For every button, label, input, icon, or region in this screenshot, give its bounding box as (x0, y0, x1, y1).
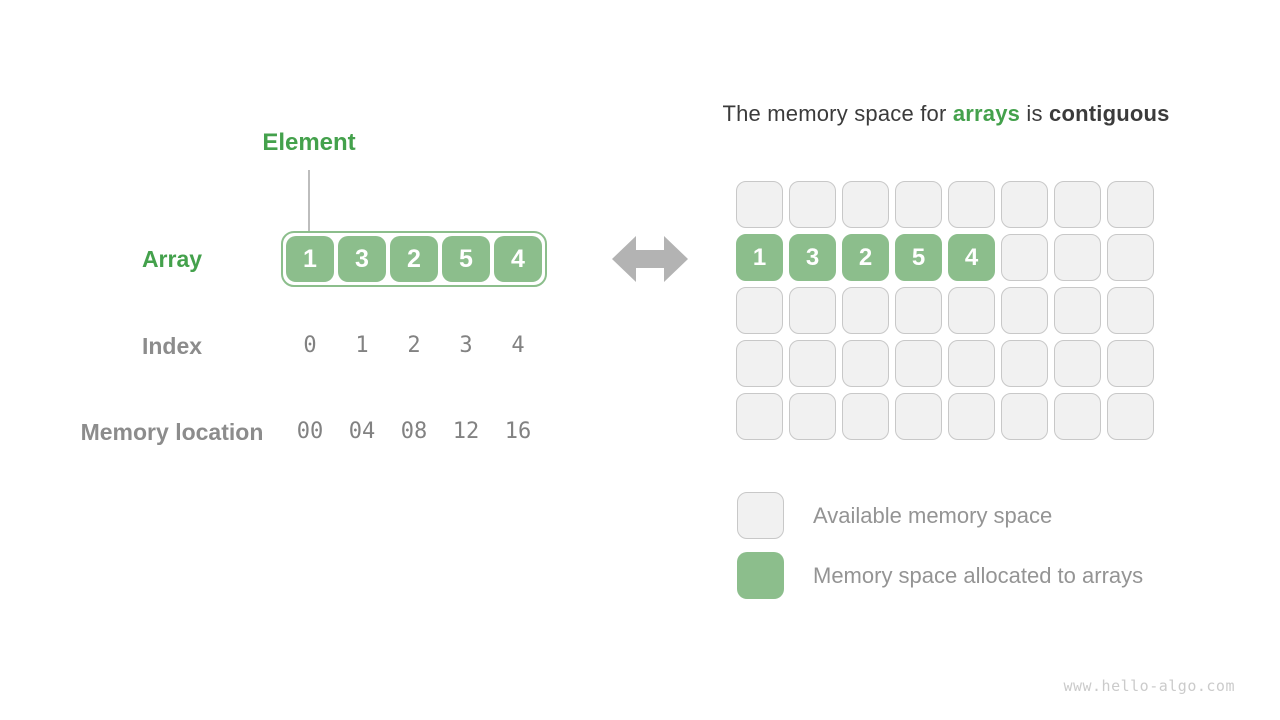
array-cell: 4 (494, 236, 542, 282)
title-segment: is (1020, 101, 1050, 126)
index-row-label: Index (141, 333, 203, 359)
memory-grid-cell (736, 287, 783, 334)
memory-grid-cell-allocated: 5 (895, 234, 942, 281)
memory-location-values-row: 00 04 08 12 16 (286, 419, 542, 445)
memory-grid-cell (736, 340, 783, 387)
memory-grid-cell (1001, 393, 1048, 440)
memory-location-value: 04 (348, 419, 376, 444)
memory-grid-cell (1001, 181, 1048, 228)
title-segment: contiguous (1049, 101, 1170, 126)
memory-grid-cell (1107, 393, 1154, 440)
memory-grid-cell (1001, 340, 1048, 387)
memory-grid-cell (948, 181, 995, 228)
diagram-title: The memory space for arrays is contiguou… (640, 101, 1252, 127)
index-value: 2 (407, 333, 421, 358)
memory-location-row-label: Memory location (80, 419, 264, 445)
array-cell: 5 (442, 236, 490, 282)
memory-grid-cell (842, 393, 889, 440)
memory-grid-cell (736, 181, 783, 228)
index-value: 0 (303, 333, 317, 358)
index-value: 3 (459, 333, 473, 358)
memory-location-value: 00 (296, 419, 324, 444)
memory-grid-cell-allocated: 4 (948, 234, 995, 281)
array-cell: 1 (286, 236, 334, 282)
element-pointer-line (308, 170, 310, 231)
memory-grid-cell (789, 181, 836, 228)
memory-grid-cell (1054, 234, 1101, 281)
memory-grid-cell (1054, 287, 1101, 334)
memory-grid-cell (1054, 393, 1101, 440)
memory-grid-cell-allocated: 2 (842, 234, 889, 281)
memory-grid-cell-allocated: 3 (789, 234, 836, 281)
element-label: Element (262, 129, 356, 156)
memory-grid-cell-allocated: 1 (736, 234, 783, 281)
array-cell: 3 (338, 236, 386, 282)
memory-grid-cell (789, 340, 836, 387)
memory-grid-cell (1107, 287, 1154, 334)
memory-grid-cell (948, 340, 995, 387)
memory-grid-cell (1054, 181, 1101, 228)
legend-item-allocated: Memory space allocated to arrays (737, 552, 1143, 599)
array-cell: 2 (390, 236, 438, 282)
watermark: www.hello-algo.com (1063, 677, 1235, 695)
memory-grid-cell (895, 287, 942, 334)
memory-grid-cell (1107, 181, 1154, 228)
title-segment: The memory space for (722, 101, 953, 126)
memory-grid-cell (895, 181, 942, 228)
legend: Available memory space Memory space allo… (737, 492, 1143, 612)
memory-location-value: 16 (504, 419, 532, 444)
memory-grid-cell (789, 393, 836, 440)
memory-grid-cell (1107, 234, 1154, 281)
memory-grid-cell (948, 393, 995, 440)
memory-grid-cell (736, 393, 783, 440)
memory-grid-cell (842, 340, 889, 387)
memory-grid-cell (895, 393, 942, 440)
memory-grid-cell (1001, 234, 1048, 281)
memory-grid-cell (789, 287, 836, 334)
legend-label: Memory space allocated to arrays (813, 562, 1144, 588)
allocated-memory-swatch-icon (737, 552, 784, 599)
memory-grid-cell (1001, 287, 1048, 334)
index-value: 4 (511, 333, 525, 358)
memory-grid-cell (895, 340, 942, 387)
double-arrow-icon (612, 236, 688, 282)
memory-location-value: 08 (400, 419, 428, 444)
memory-grid-cell (1107, 340, 1154, 387)
index-value: 1 (355, 333, 369, 358)
index-values-row: 0 1 2 3 4 (286, 333, 542, 359)
memory-grid-cell (1054, 340, 1101, 387)
memory-grid-cell (842, 287, 889, 334)
title-segment: arrays (952, 101, 1021, 126)
array-row-label: Array (141, 246, 203, 272)
memory-grid-cell (842, 181, 889, 228)
memory-grid-cell (948, 287, 995, 334)
memory-location-value: 12 (452, 419, 480, 444)
available-memory-swatch-icon (737, 492, 784, 539)
legend-label: Available memory space (813, 502, 1053, 528)
legend-item-available: Available memory space (737, 492, 1143, 539)
